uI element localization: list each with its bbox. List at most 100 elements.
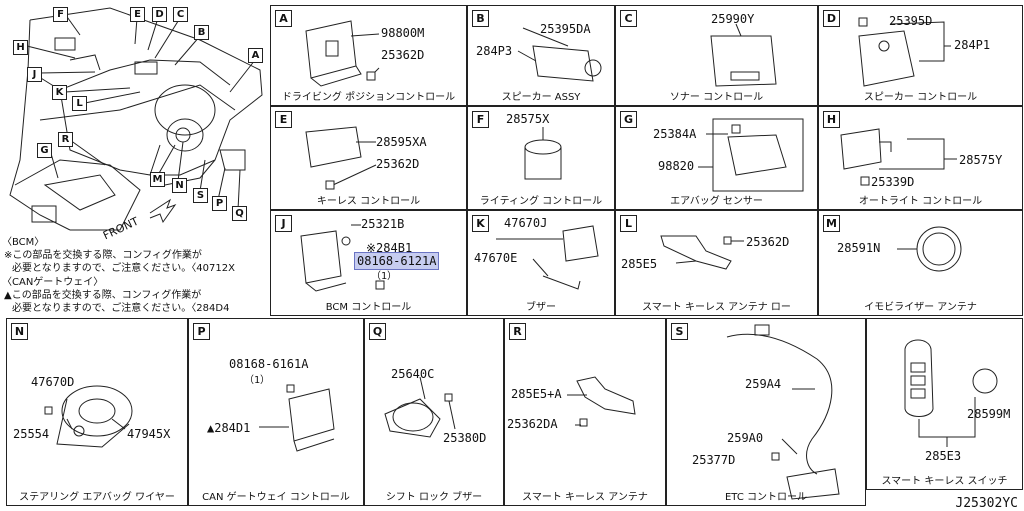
driving-position-module-drawing bbox=[305, 20, 380, 87]
part-quantity: （1） bbox=[371, 271, 398, 282]
panel-q[interactable]: Q 25640C 25380D シフト ロック ブザー bbox=[364, 318, 504, 506]
panel-d[interactable]: D 25395D 284P1 スピーカー コントロール bbox=[818, 5, 1023, 106]
panel-a[interactable]: A 98800M 25362D ドライビング ポジションコントロール bbox=[270, 5, 467, 106]
panel-l[interactable]: L 25362D 285E5 スマート キーレス アンテナ ロー bbox=[615, 210, 818, 316]
callout-m: M bbox=[150, 172, 165, 187]
part-number[interactable]: 25377D bbox=[692, 453, 736, 467]
steering-airbag-wire-drawing bbox=[44, 385, 133, 448]
part-number[interactable]: 25380D bbox=[443, 431, 487, 445]
part-number[interactable]: 285E5+A bbox=[511, 387, 562, 401]
panel-caption: ドライビング ポジションコントロール bbox=[281, 92, 456, 103]
panel-letter: B bbox=[472, 10, 489, 27]
immobilizer-antenna-drawing bbox=[897, 226, 962, 272]
panel-caption: BCM コントロール bbox=[325, 302, 412, 313]
panel-letter: D bbox=[823, 10, 840, 27]
panel-b[interactable]: B 25395DA 284P3 スピーカー ASSY bbox=[467, 5, 615, 106]
part-number[interactable]: 25990Y bbox=[711, 12, 755, 26]
part-number[interactable]: ▲284D1 bbox=[207, 421, 251, 435]
panel-c[interactable]: C 25990Y ソナー コントロール bbox=[615, 5, 818, 106]
panel-n[interactable]: N 47670D 25554 47945X ステアリング エアバッグ ワイヤー bbox=[6, 318, 188, 506]
part-number[interactable]: 47670J bbox=[504, 216, 548, 230]
panel-caption: スマート キーレス スイッチ bbox=[881, 476, 1008, 487]
part-number[interactable]: 47670D bbox=[31, 375, 75, 389]
lighting-control-drawing bbox=[524, 127, 562, 180]
panel-m[interactable]: M 28591N イモビライザー アンテナ bbox=[818, 210, 1023, 316]
etc-control-drawing bbox=[726, 324, 840, 500]
shift-lock-buzzer-drawing bbox=[384, 376, 456, 438]
panel-f[interactable]: F 28575X ライティング コントロール bbox=[467, 106, 615, 210]
part-number[interactable]: 28575X bbox=[506, 112, 550, 126]
part-number[interactable]: 25640C bbox=[391, 367, 435, 381]
bcm-heading: 〈BCM〉 bbox=[2, 237, 45, 248]
panel-letter: P bbox=[193, 323, 210, 340]
part-number[interactable]: 25554 bbox=[13, 427, 50, 441]
callout-h: H bbox=[13, 40, 28, 55]
part-number-highlighted[interactable]: 08168-6121A bbox=[353, 252, 440, 270]
part-number[interactable]: 25321B bbox=[361, 217, 405, 231]
can-note-line-1: ▲この部品を交換する際、コンフィグ作業が bbox=[4, 290, 202, 301]
part-number[interactable]: 47945X bbox=[127, 427, 171, 441]
part-number[interactable]: 25362D bbox=[746, 235, 790, 249]
panel-k[interactable]: K 47670J 47670E ブザー bbox=[467, 210, 615, 316]
panel-j[interactable]: J 25321B ※284B1 08168-6121A （1） BCM コントロ… bbox=[270, 210, 467, 316]
part-number[interactable]: 28591N bbox=[837, 241, 881, 255]
keyless-control-drawing bbox=[305, 126, 377, 190]
part-number[interactable]: 28595XA bbox=[376, 135, 427, 149]
part-quantity: （1） bbox=[244, 375, 271, 386]
part-number[interactable]: ※284B1 bbox=[366, 241, 413, 255]
diagram-id: J25302YC bbox=[955, 496, 1018, 511]
part-number[interactable]: 25362D bbox=[376, 157, 420, 171]
callout-l: L bbox=[72, 96, 87, 111]
can-gateway-control-drawing bbox=[259, 384, 335, 452]
part-number[interactable]: 25395D bbox=[889, 14, 933, 28]
part-number[interactable]: 284P1 bbox=[954, 38, 991, 52]
panel-caption: ブザー bbox=[526, 302, 556, 313]
part-number[interactable]: 25362DA bbox=[507, 417, 558, 431]
callout-j: J bbox=[27, 67, 42, 82]
callout-b: B bbox=[194, 25, 209, 40]
panel-smart-key-switch[interactable]: 28599M 285E3 スマート キーレス スイッチ bbox=[866, 318, 1023, 490]
part-number[interactable]: 47670E bbox=[474, 251, 518, 265]
callout-p: P bbox=[212, 196, 227, 211]
panel-p[interactable]: P 08168-6161A （1） ▲284D1 CAN ゲートウェイ コントロ… bbox=[188, 318, 364, 506]
panel-r[interactable]: R 285E5+A 25362DA スマート キーレス アンテナ bbox=[504, 318, 666, 506]
panel-letter: M bbox=[823, 215, 840, 232]
panel-e[interactable]: E 28595XA 25362D キーレス コントロール bbox=[270, 106, 467, 210]
panel-caption: シフト ロック ブザー bbox=[385, 492, 483, 503]
part-number[interactable]: 259A4 bbox=[745, 377, 782, 391]
panel-s[interactable]: S 259A4 259A0 25377D ETC コントロール bbox=[666, 318, 866, 506]
part-number[interactable]: 98800M bbox=[381, 26, 425, 40]
panel-caption: イモビライザー アンテナ bbox=[864, 302, 977, 313]
part-number[interactable]: 28599M bbox=[967, 407, 1011, 421]
part-number[interactable]: 08168-6161A bbox=[229, 357, 309, 371]
part-number[interactable]: 25395DA bbox=[540, 22, 591, 36]
can-heading: 〈CANゲートウェイ〉 bbox=[2, 277, 104, 288]
part-number[interactable]: 98820 bbox=[658, 159, 695, 173]
part-number[interactable]: 25339D bbox=[871, 175, 915, 189]
smart-key-fob-drawing bbox=[904, 339, 998, 447]
part-number[interactable]: 285E5 bbox=[621, 257, 658, 271]
auto-light-control-drawing bbox=[840, 128, 957, 186]
part-number[interactable]: 259A0 bbox=[727, 431, 764, 445]
panel-caption: スピーカー ASSY bbox=[501, 92, 581, 103]
part-number[interactable]: 25384A bbox=[653, 127, 697, 141]
bcm-control-drawing bbox=[300, 224, 385, 292]
part-number[interactable]: 25362D bbox=[381, 48, 425, 62]
panel-caption: スマート キーレス アンテナ bbox=[522, 492, 648, 503]
callout-e: E bbox=[130, 7, 145, 22]
part-number[interactable]: 28575Y bbox=[959, 153, 1003, 167]
panel-h[interactable]: H 28575Y 25339D オートライト コントロール bbox=[818, 106, 1023, 210]
smart-keyless-antenna-drawing bbox=[567, 376, 636, 427]
callout-g: G bbox=[37, 143, 52, 158]
panel-caption: CAN ゲートウェイ コントロール bbox=[202, 492, 350, 503]
panel-letter: K bbox=[472, 215, 489, 232]
panel-letter: E bbox=[275, 111, 292, 128]
part-number[interactable]: 284P3 bbox=[476, 44, 513, 58]
panel-letter: R bbox=[509, 323, 526, 340]
panel-caption: ステアリング エアバッグ ワイヤー bbox=[19, 492, 175, 503]
part-number[interactable]: 285E3 bbox=[925, 449, 962, 463]
callout-f: F bbox=[53, 7, 68, 22]
panel-g[interactable]: G 25384A 98820 エアバッグ センサー bbox=[615, 106, 818, 210]
panel-caption: スピーカー コントロール bbox=[863, 92, 978, 103]
speaker-control-drawing bbox=[858, 17, 951, 87]
